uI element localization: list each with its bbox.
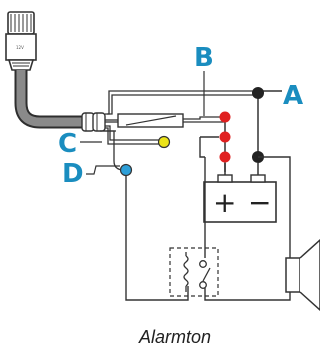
blue-terminal <box>119 163 133 177</box>
connector-plug-icon: 12V <box>5 11 37 71</box>
red-terminal-2 <box>219 131 231 143</box>
red-terminal-3 <box>219 151 231 163</box>
alarm-circuit-wires <box>125 136 291 301</box>
wires <box>100 90 258 171</box>
callout-leaders <box>80 71 205 175</box>
relay-icon <box>169 247 219 297</box>
red-terminal-1 <box>219 111 231 123</box>
yellow-terminal <box>157 135 171 149</box>
inline-fuse-icon <box>117 113 184 128</box>
cable-breakout <box>81 112 106 132</box>
callout-b: B <box>194 43 214 73</box>
diagram-caption: Alarmton <box>138 327 211 347</box>
battery-icon: + − <box>203 163 277 223</box>
callout-d: D <box>62 159 84 189</box>
connector-label: 12V <box>16 45 24 50</box>
battery-minus-label: − <box>248 186 271 219</box>
speaker-icon <box>285 238 320 312</box>
main-cable <box>14 70 82 129</box>
callout-c: C <box>58 129 77 159</box>
ground-junction <box>252 87 282 155</box>
callout-a: A <box>283 81 303 111</box>
battery-plus-label: + <box>213 186 236 219</box>
